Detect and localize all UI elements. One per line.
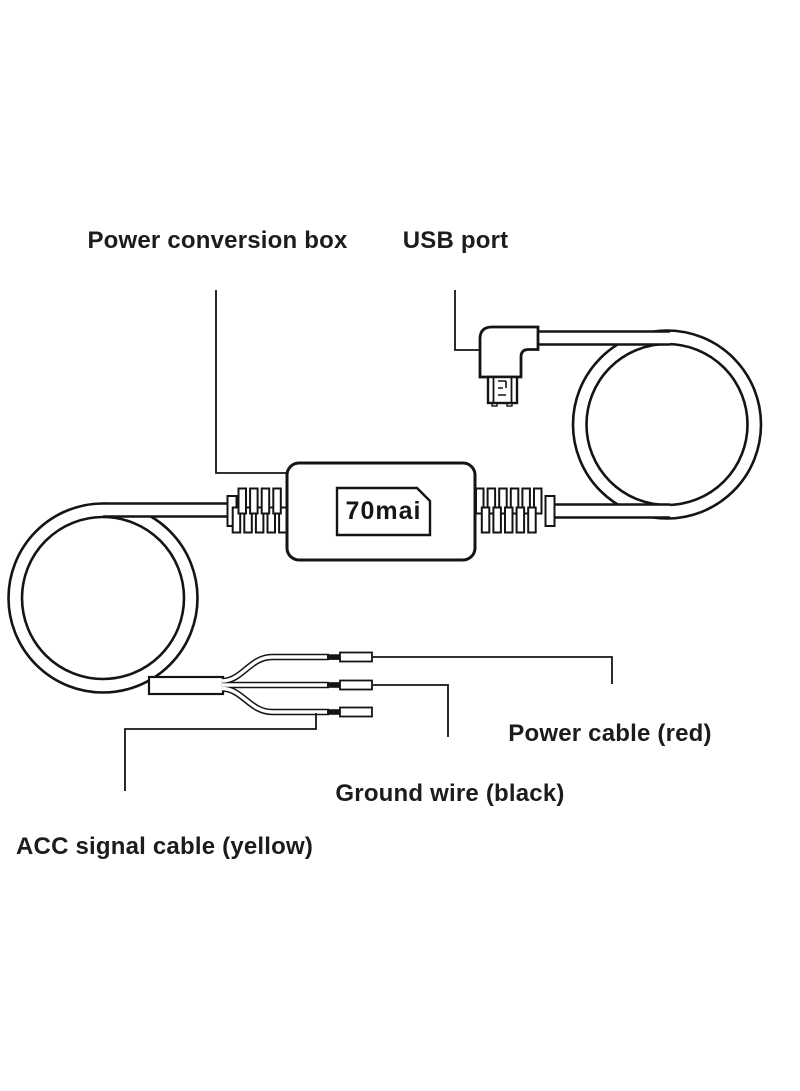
leader-line-power-conversion-box xyxy=(215,290,287,474)
cable-usb-segment xyxy=(538,330,670,346)
strain-relief-left-icon xyxy=(226,487,288,534)
wire-split-sleeve xyxy=(147,675,225,696)
left-cable-coil-icon xyxy=(7,502,199,694)
power-cable-label: Power cable (red) xyxy=(508,720,712,747)
wire-crimps xyxy=(327,654,341,715)
ground-wire-terminal xyxy=(339,679,373,691)
leader-line-power-cable xyxy=(373,656,613,684)
power-wire-terminal xyxy=(339,651,373,663)
brand-logo: 70mai xyxy=(345,497,422,525)
strain-relief-right-icon xyxy=(475,487,556,534)
acc-wire-terminal xyxy=(339,706,373,718)
breakout-wires xyxy=(221,653,329,716)
usb-connector-icon xyxy=(478,325,540,407)
power-conversion-box-label: Power conversion box xyxy=(87,227,348,254)
leader-line-acc-cable xyxy=(124,713,317,791)
cable-right-segment xyxy=(552,503,670,519)
leader-line-usb-port xyxy=(454,290,479,351)
acc-signal-cable-label: ACC signal cable (yellow) xyxy=(16,833,314,860)
leader-line-ground-wire xyxy=(373,684,449,737)
cable-left-segment xyxy=(103,502,235,518)
usb-port-label: USB port xyxy=(402,227,509,254)
ground-wire-label: Ground wire (black) xyxy=(335,780,565,807)
logo-plate xyxy=(335,486,432,537)
wire-terminals xyxy=(339,651,373,718)
right-cable-coil-icon xyxy=(571,329,763,520)
